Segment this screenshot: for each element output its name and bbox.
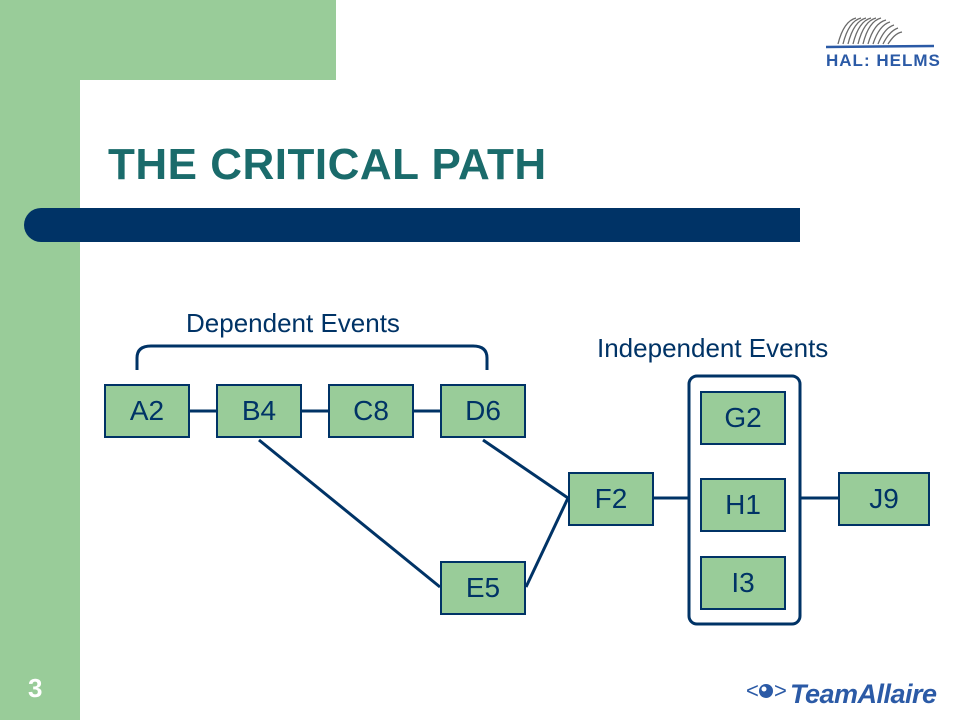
team-allaire-logo: < > TeamAllaire bbox=[746, 678, 938, 709]
node-f2: F2 bbox=[568, 472, 654, 526]
independent-events-group-box bbox=[687, 374, 802, 626]
node-a2: A2 bbox=[104, 384, 190, 438]
node-g2: G2 bbox=[700, 391, 786, 445]
dependent-events-bracket bbox=[135, 344, 489, 370]
svg-text:TeamAllaire: TeamAllaire bbox=[790, 679, 937, 709]
sidebar-accent-strip bbox=[0, 0, 80, 720]
page-number: 3 bbox=[28, 673, 43, 703]
node-j9: J9 bbox=[838, 472, 930, 526]
node-h1: H1 bbox=[700, 478, 786, 532]
node-i3: I3 bbox=[700, 556, 786, 610]
connector-d6-f2 bbox=[482, 438, 569, 500]
node-e5: E5 bbox=[440, 561, 526, 615]
node-c8: C8 bbox=[328, 384, 414, 438]
svg-text:HAL: HELMS: HAL: HELMS bbox=[826, 51, 941, 70]
connector-b4-e5 bbox=[258, 438, 441, 589]
node-b4: B4 bbox=[216, 384, 302, 438]
node-d6: D6 bbox=[440, 384, 526, 438]
connector-e5-f2 bbox=[524, 497, 570, 588]
title-underline-bar bbox=[24, 208, 800, 242]
independent-events-label: Independent Events bbox=[597, 333, 829, 363]
slide-title: THE CRITICAL PATH bbox=[108, 140, 547, 189]
dependent-events-label: Dependent Events bbox=[186, 308, 400, 338]
hal-helms-logo: HAL: HELMS bbox=[825, 17, 941, 70]
svg-text:<: < bbox=[746, 678, 759, 703]
svg-text:>: > bbox=[774, 678, 787, 703]
